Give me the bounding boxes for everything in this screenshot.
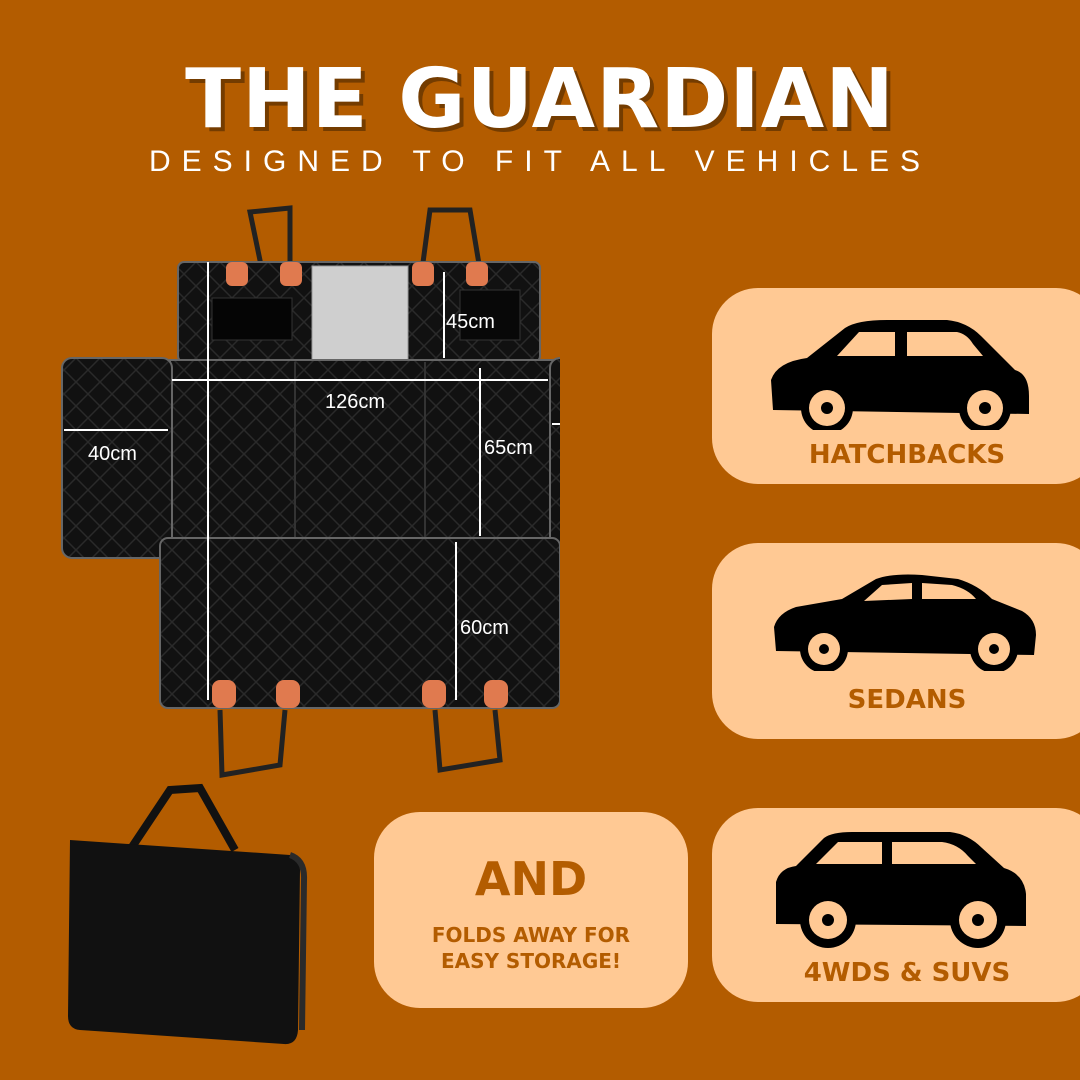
- dim-seat-height: 60cm: [460, 617, 509, 639]
- storage-line-2: EASY STORAGE!: [440, 949, 622, 973]
- storage-bag: [68, 783, 308, 1045]
- page-subtitle: DESIGNED TO FIT ALL VEHICLES: [148, 145, 932, 178]
- vehicle-card-suv: 4WDS & SUVS: [712, 808, 1080, 1002]
- vehicle-card-hatchback: HATCHBACKS: [712, 288, 1080, 484]
- bottom-straps: [217, 709, 503, 778]
- storage-line-1: FOLDS AWAY FOR: [431, 923, 631, 947]
- page-title: THE GUARDIAN: [185, 52, 895, 147]
- sedan-icon: [774, 574, 1036, 671]
- right-flap: [549, 357, 560, 559]
- top-straps: [246, 205, 483, 271]
- mesh-window: [311, 265, 409, 363]
- dim-back-height: 65cm: [484, 437, 533, 459]
- vehicle-label-hatchback: HATCHBACKS: [808, 440, 1006, 470]
- seat-panel: [159, 537, 560, 709]
- storage-text: FOLDS AWAY FOR EASY STORAGE!: [394, 922, 668, 974]
- dim-top-height: 45cm: [446, 311, 495, 333]
- measurement-arrows: [64, 262, 560, 700]
- vehicle-label-sedan: SEDANS: [847, 685, 967, 715]
- storage-heading: AND: [474, 852, 588, 906]
- dim-left-flap: 40cm: [88, 443, 137, 465]
- strap-tabs: [212, 262, 508, 708]
- storage-pocket: [211, 297, 293, 341]
- hatchback-icon: [771, 320, 1029, 430]
- vehicle-card-sedan: SEDANS: [712, 543, 1080, 739]
- back-panel: [169, 359, 556, 541]
- storage-card: AND FOLDS AWAY FOR EASY STORAGE!: [374, 812, 688, 1008]
- left-flap: [61, 357, 173, 559]
- vehicle-label-suv: 4WDS & SUVS: [803, 958, 1011, 988]
- seat-cover-diagram: 45cm 126cm 65cm 40cm 40cm 60cm: [61, 205, 560, 778]
- suv-icon: [776, 832, 1026, 948]
- side-pocket: [459, 289, 521, 341]
- dim-width: 126cm: [325, 391, 385, 413]
